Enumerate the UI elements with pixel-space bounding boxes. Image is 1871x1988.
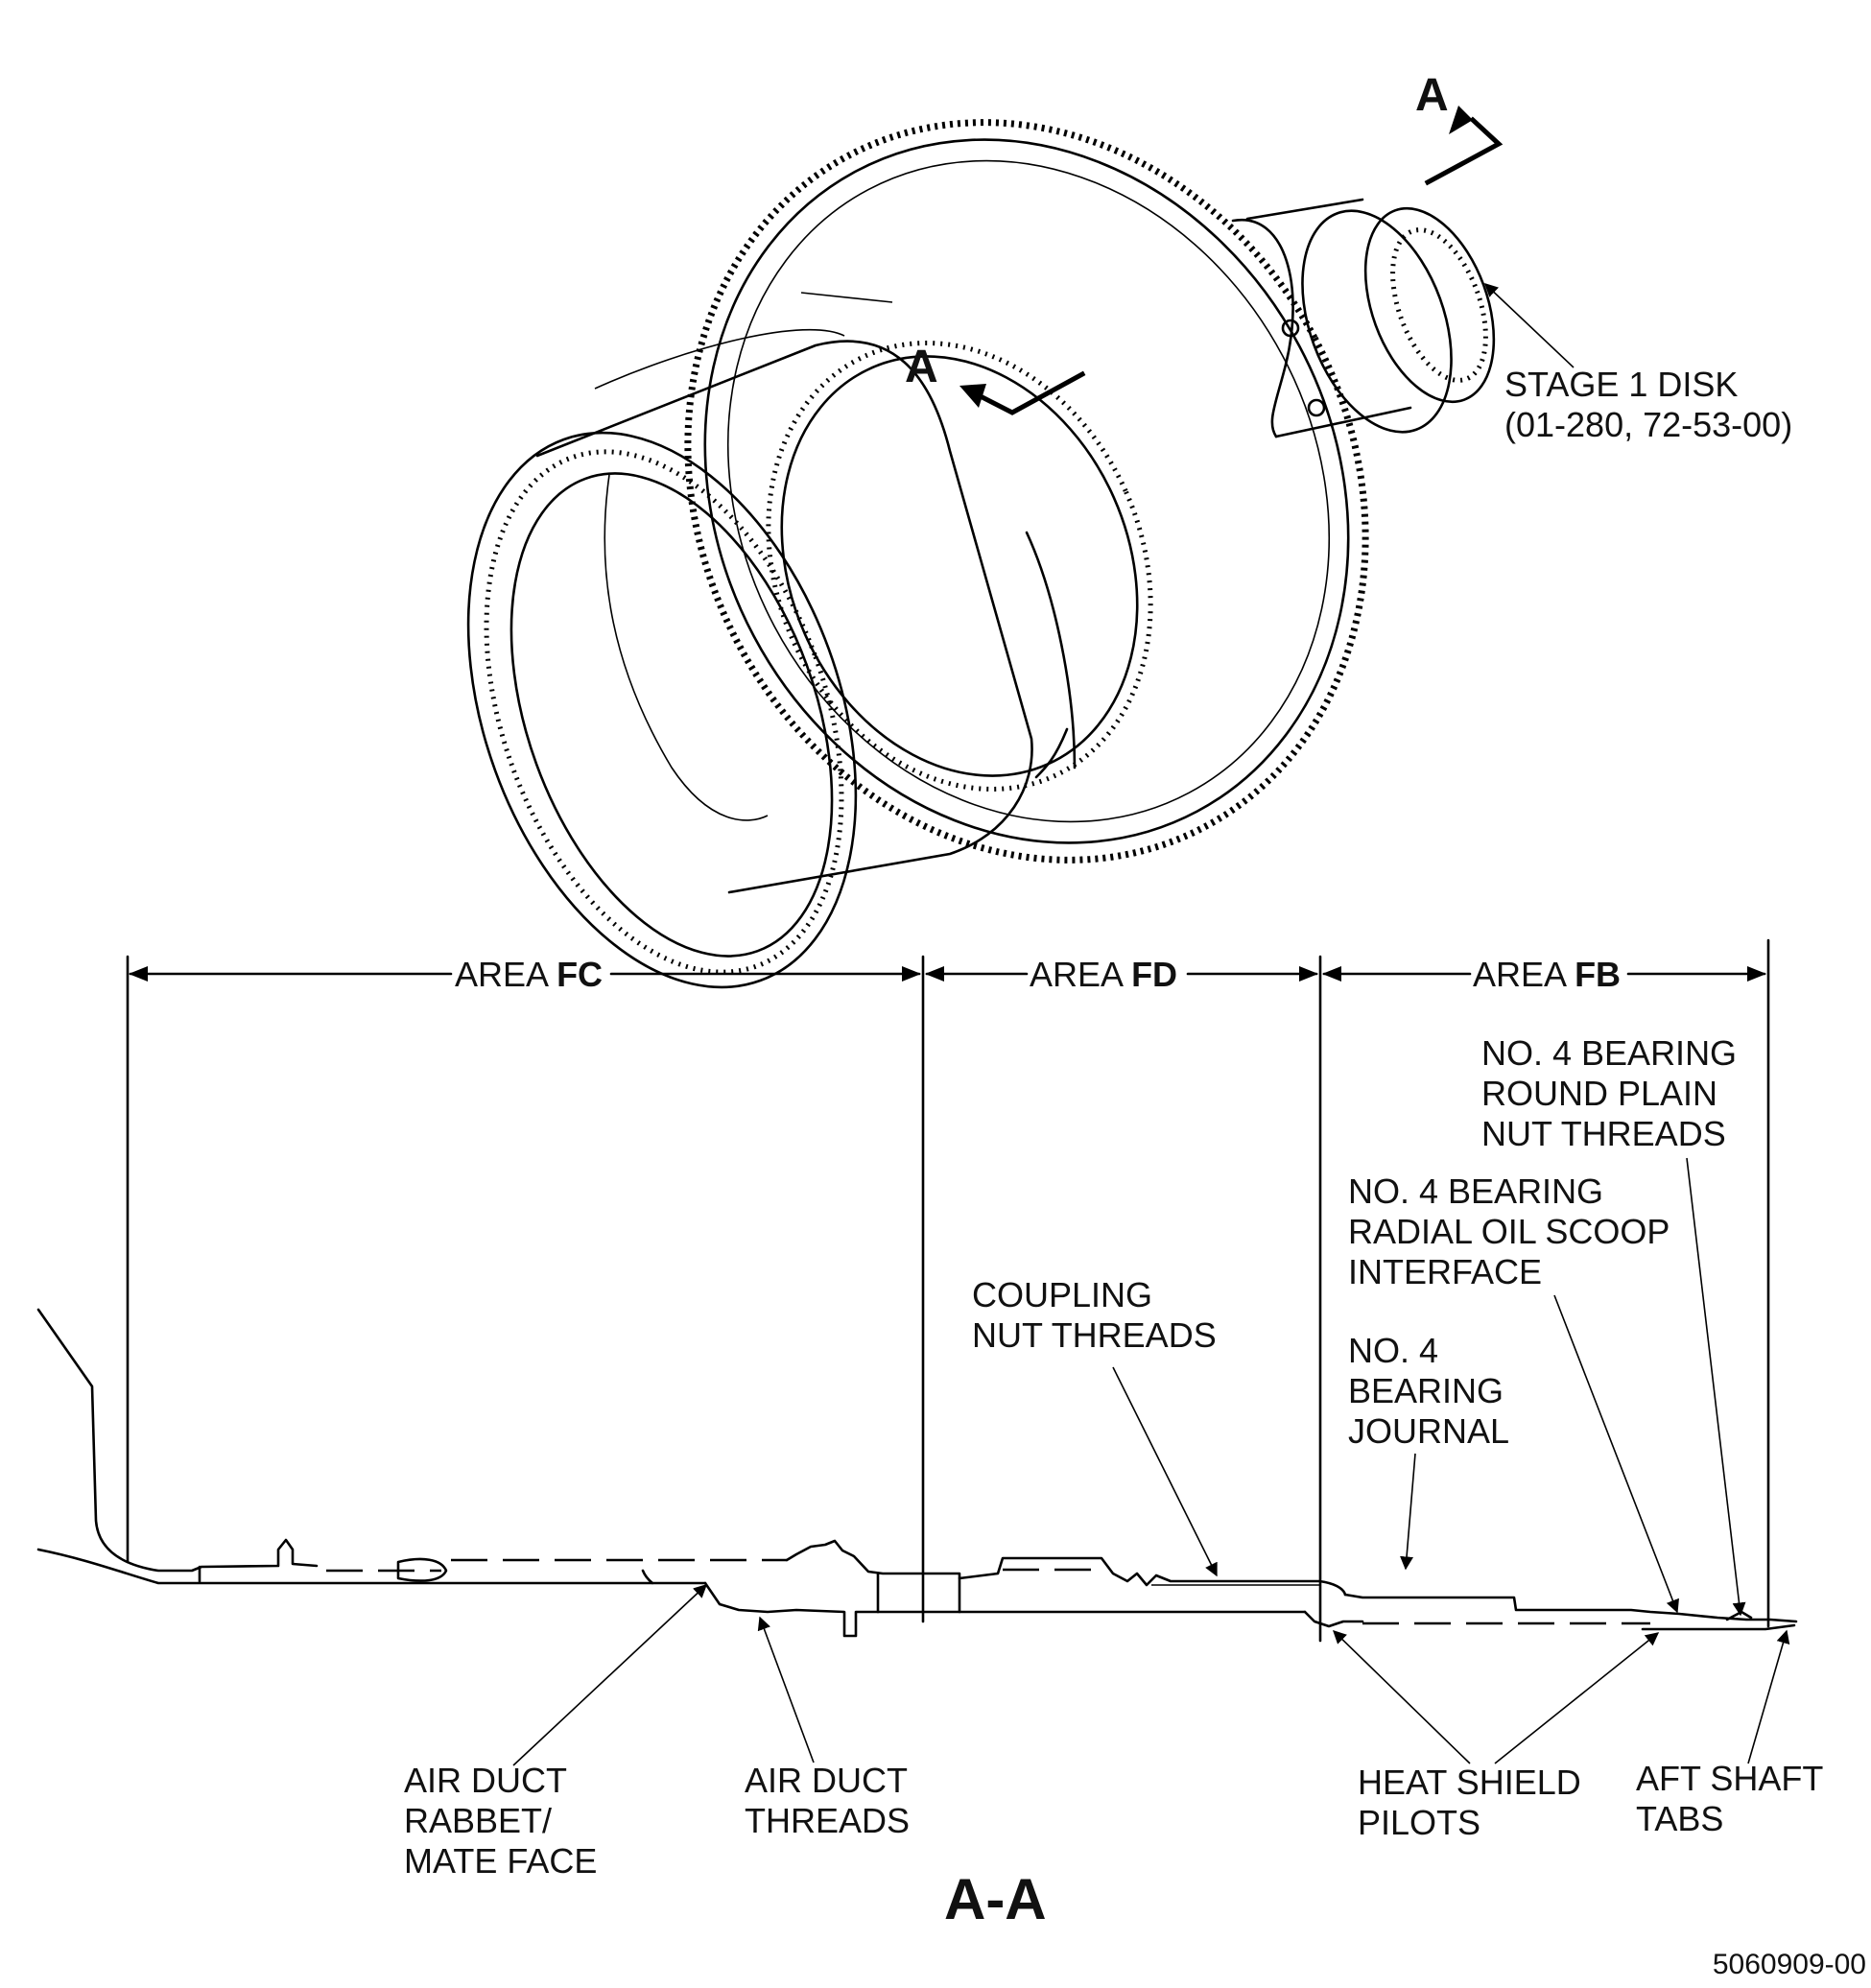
- section-label-a-top: A: [1415, 70, 1449, 121]
- section-arrowhead-left: [959, 384, 986, 408]
- front-ring-outer: [466, 431, 858, 989]
- air-duct-threads-leader: [757, 1616, 815, 1763]
- disk-inner-rim: [726, 159, 1331, 823]
- section-profile: [36, 1308, 1798, 1638]
- profile-air-duct-top: [785, 1539, 925, 1575]
- leader-lines: [512, 1157, 1790, 1766]
- area-dimensions: AREA FC AREA FD AREA FB: [126, 938, 1770, 1643]
- front-ring-teeth: [484, 449, 844, 975]
- hub-splines: [1390, 227, 1488, 383]
- bearing-round-nut-label: NO. 4 BEARING ROUND PLAIN NUT THREADS: [1481, 1033, 1746, 1153]
- coupling-nut-label: COUPLING NUT THREADS: [972, 1275, 1217, 1355]
- profile-left-top: [36, 1308, 319, 1573]
- section-arrowhead-right: [1449, 106, 1473, 134]
- area-fc-label: AREA FC: [455, 955, 603, 994]
- rabbet-leader: [512, 1584, 708, 1766]
- disk-rim: [703, 138, 1350, 844]
- heat-shield-leader-left: [1332, 1630, 1471, 1764]
- figure-code: 5060909-00: [1713, 1949, 1866, 1980]
- cylinder-mark-2: [1034, 727, 1069, 779]
- hub-hole: [1281, 319, 1300, 338]
- cylinder-side-edge: [1025, 531, 1077, 769]
- round-nut-leader: [1686, 1157, 1746, 1617]
- air-duct-rabbet-label: AIR DUCT RABBET/ MATE FACE: [404, 1761, 597, 1881]
- front-ring-inner: [509, 472, 834, 958]
- journal-leader: [1400, 1453, 1416, 1571]
- area-fd-label: AREA FD: [1030, 955, 1177, 994]
- bearing-journal-label: NO. 4 BEARING JOURNAL: [1348, 1331, 1513, 1451]
- hub-flange: [1231, 218, 1294, 438]
- profile-air-duct-bottom: [703, 1581, 925, 1638]
- hub-outline: [1245, 198, 1412, 438]
- cylinder-body: [535, 340, 1033, 894]
- profile-fd-top: [958, 1556, 1347, 1597]
- cylinder-mark: [800, 292, 893, 303]
- stage1-disk-label: STAGE 1 DISK (01-280, 72-53-00): [1504, 365, 1792, 444]
- profile-fb-pilot: [1303, 1610, 1364, 1628]
- section-cut-line-left: [967, 370, 1086, 415]
- air-duct-threads-label: AIR DUCT THREADS: [745, 1761, 916, 1840]
- disk-outer-teeth: [684, 119, 1369, 864]
- section-title: A-A: [944, 1867, 1047, 1931]
- profile-step: [641, 1569, 654, 1585]
- profile-fb-bottom: [1641, 1623, 1796, 1631]
- hub-hole-2: [1307, 398, 1326, 417]
- coupling-nut-leader: [1112, 1366, 1218, 1577]
- stage1-disk-leader: [1483, 283, 1575, 368]
- aft-shaft-leader: [1747, 1629, 1790, 1764]
- section-label-a-left: A: [905, 342, 938, 392]
- heat-shield-leader-right: [1494, 1632, 1660, 1764]
- hub-rear: [1363, 206, 1496, 404]
- aft-shaft-label: AFT SHAFT TABS: [1636, 1759, 1833, 1838]
- bearing-oil-scoop-label: NO. 4 BEARING RADIAL OIL SCOOP INTERFACE: [1348, 1172, 1679, 1291]
- isometric-shaft-drawing: A A: [466, 70, 1575, 989]
- heat-shield-label: HEAT SHIELD PILOTS: [1358, 1763, 1591, 1842]
- profile-fd-start: [921, 1572, 961, 1614]
- front-inner-curve: [604, 474, 769, 821]
- hub-front: [1301, 209, 1453, 434]
- oil-scoop-leader: [1553, 1294, 1679, 1614]
- cylinder-upper-edge: [594, 328, 845, 390]
- profile-bulge: [396, 1557, 448, 1582]
- profile-left-bottom: [36, 1548, 707, 1585]
- profile-fb-top: [1343, 1593, 1798, 1623]
- section-cut-line-right: [1424, 116, 1504, 186]
- area-fb-label: AREA FB: [1473, 955, 1621, 994]
- disk-face-ring: [766, 341, 1153, 792]
